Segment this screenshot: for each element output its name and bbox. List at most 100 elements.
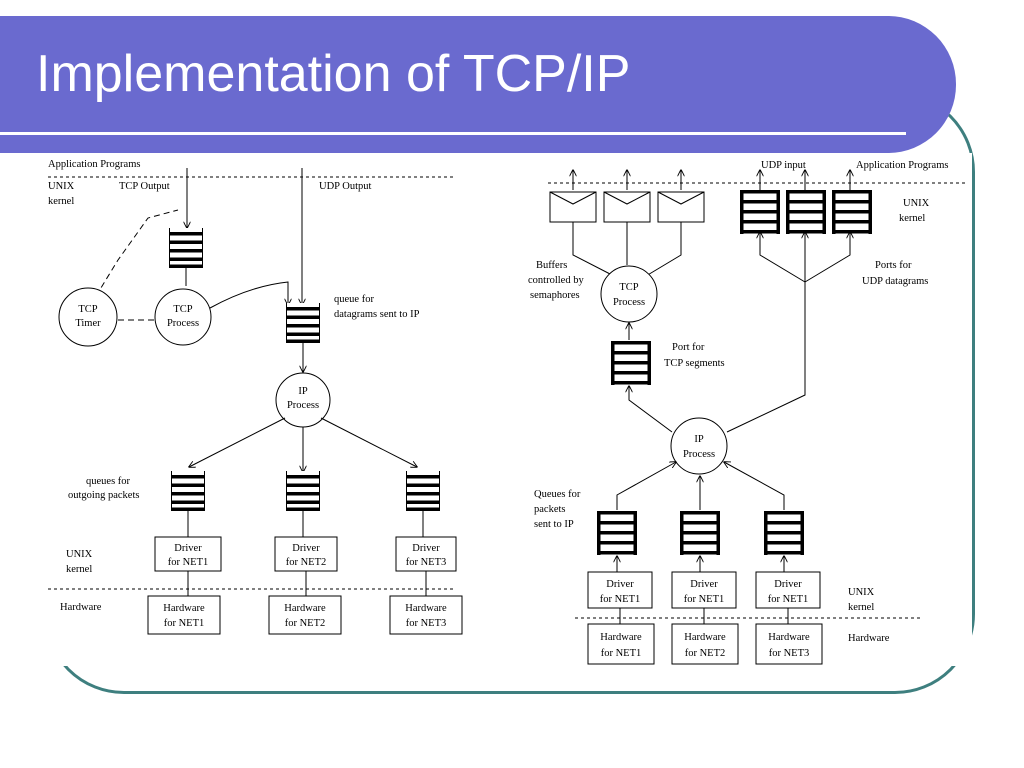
incoming-queue2-icon [680, 511, 720, 555]
ports-label-2: UDP datagrams [862, 276, 928, 287]
right-hardware-net2-label-2: for NET2 [685, 648, 726, 659]
right-hardware-net2-label-1: Hardware [684, 632, 726, 643]
ip-to-tcp-port-line [629, 386, 673, 433]
queue-label-2: datagrams sent to IP [334, 309, 420, 320]
left-driver-net3-box [395, 536, 457, 572]
ip-to-net1-queue-arrow [189, 417, 286, 467]
left-hardware-net2-label-1: Hardware [284, 603, 326, 614]
tcp-output-queue-icon [168, 227, 204, 269]
left-driver-net2-box [274, 536, 338, 572]
port-tcp-label-2: TCP segments [664, 358, 725, 369]
right-hardware-net1-label-2: for NET1 [601, 648, 642, 659]
left-driver-net3-label-1: Driver [412, 543, 440, 554]
left-tcp-process-node [154, 288, 212, 346]
queues-label-2: packets [534, 504, 566, 515]
buffer1-tcp-line [572, 222, 613, 276]
queues-label-1: Queues for [534, 489, 581, 500]
buffers-label-3: semaphores [530, 290, 580, 301]
left-hardware-label: Hardware [60, 602, 102, 613]
left-ip-process-label-1: IP [298, 386, 307, 397]
queue3-to-ip-arrow [724, 462, 785, 510]
right-driver-3-box [755, 571, 821, 609]
tcp-timer-label-2: Timer [75, 318, 101, 329]
buffers-label-2: controlled by [528, 275, 584, 286]
right-driver-2-label-1: Driver [690, 579, 718, 590]
buffer1-icon [549, 191, 597, 223]
left-diagram: Application Programs UNIX kernel TCP Out… [48, 159, 463, 635]
left-kernel-2-label: kernel [66, 564, 92, 575]
left-unix-2-label: UNIX [66, 549, 93, 560]
right-driver-1-label-1: Driver [606, 579, 634, 590]
ip-to-net3-queue-arrow [320, 417, 417, 467]
udp-output-label: UDP Output [319, 181, 371, 192]
left-driver-net1-label-1: Driver [174, 543, 202, 554]
buffers-label-1: Buffers [536, 260, 567, 271]
timer-queue-link [95, 209, 179, 297]
left-hardware-net2-box [268, 595, 342, 635]
left-driver-net1-label-2: for NET1 [168, 557, 209, 568]
udp-input-label: UDP input [761, 160, 806, 171]
net2-outgoing-queue-icon [285, 470, 321, 512]
udp-port3-icon [832, 190, 872, 234]
queue1-to-ip-arrow [616, 462, 676, 510]
right-hardware-net2-box [671, 623, 739, 665]
udp-port3-line [804, 232, 850, 283]
buffer2-icon [603, 191, 651, 223]
right-application-programs-label: Application Programs [856, 160, 948, 171]
right-tcp-process-node [600, 265, 658, 323]
slide-title: Implementation of TCP/IP [36, 45, 631, 103]
udp-port1-line [760, 232, 806, 283]
right-kernel-2-label: kernel [848, 602, 874, 613]
incoming-queue1-icon [597, 511, 637, 555]
right-driver-2-label-2: for NET1 [684, 594, 725, 605]
left-unix-label: UNIX [48, 181, 75, 192]
ports-label-1: Ports for [875, 260, 912, 271]
datagram-queue-icon [285, 302, 321, 344]
incoming-queue3-icon [764, 511, 804, 555]
left-hardware-net3-box [389, 595, 463, 635]
right-hardware-net3-label-1: Hardware [768, 632, 810, 643]
right-ip-process-label-1: IP [694, 434, 703, 445]
left-driver-net2-label-1: Driver [292, 543, 320, 554]
left-hardware-net1-label-2: for NET1 [164, 618, 205, 629]
ip-to-udp-line [726, 282, 806, 433]
right-unix-label: UNIX [903, 198, 930, 209]
queues-label-3: sent to IP [534, 519, 574, 530]
left-hardware-net1-box [147, 595, 221, 635]
right-hardware-net3-label-2: for NET3 [769, 648, 810, 659]
left-kernel-label: kernel [48, 196, 74, 207]
net3-outgoing-queue-icon [405, 470, 441, 512]
queues-label-2: outgoing packets [68, 490, 139, 501]
queues-label-1: queues for [86, 476, 131, 487]
right-driver-3-label-1: Driver [774, 579, 802, 590]
net1-outgoing-queue-icon [170, 470, 206, 512]
left-driver-net1-box [154, 536, 222, 572]
left-ip-process-label-2: Process [287, 400, 319, 411]
right-ip-process-label-2: Process [683, 449, 715, 460]
buffer3-tcp-line [645, 222, 682, 277]
right-tcp-process-label-2: Process [613, 297, 645, 308]
port-tcp-label-1: Port for [672, 342, 705, 353]
right-kernel-label: kernel [899, 213, 925, 224]
left-application-programs-label: Application Programs [48, 159, 140, 170]
right-driver-3-label-2: for NET1 [768, 594, 809, 605]
tcp-to-queue-arrow [209, 281, 288, 309]
left-tcp-process-label-2: Process [167, 318, 199, 329]
right-driver-1-box [587, 571, 653, 609]
udp-port2-icon [786, 190, 826, 234]
left-hardware-net3-label-1: Hardware [405, 603, 447, 614]
left-hardware-net3-label-2: for NET3 [406, 618, 447, 629]
right-unix-2-label: UNIX [848, 587, 875, 598]
right-diagram: UDP input Application Programs UNIX kern… [528, 160, 968, 665]
buffer3-icon [657, 191, 705, 223]
right-tcp-process-label-1: TCP [619, 282, 638, 293]
tcp-port-icon [611, 341, 651, 385]
title-underline [0, 132, 906, 135]
right-hardware-label: Hardware [848, 633, 890, 644]
right-hardware-net3-box [755, 623, 823, 665]
left-hardware-net1-label-1: Hardware [163, 603, 205, 614]
right-hardware-net1-label-1: Hardware [600, 632, 642, 643]
tcp-timer-label-1: TCP [78, 304, 97, 315]
right-hardware-net1-box [587, 623, 655, 665]
